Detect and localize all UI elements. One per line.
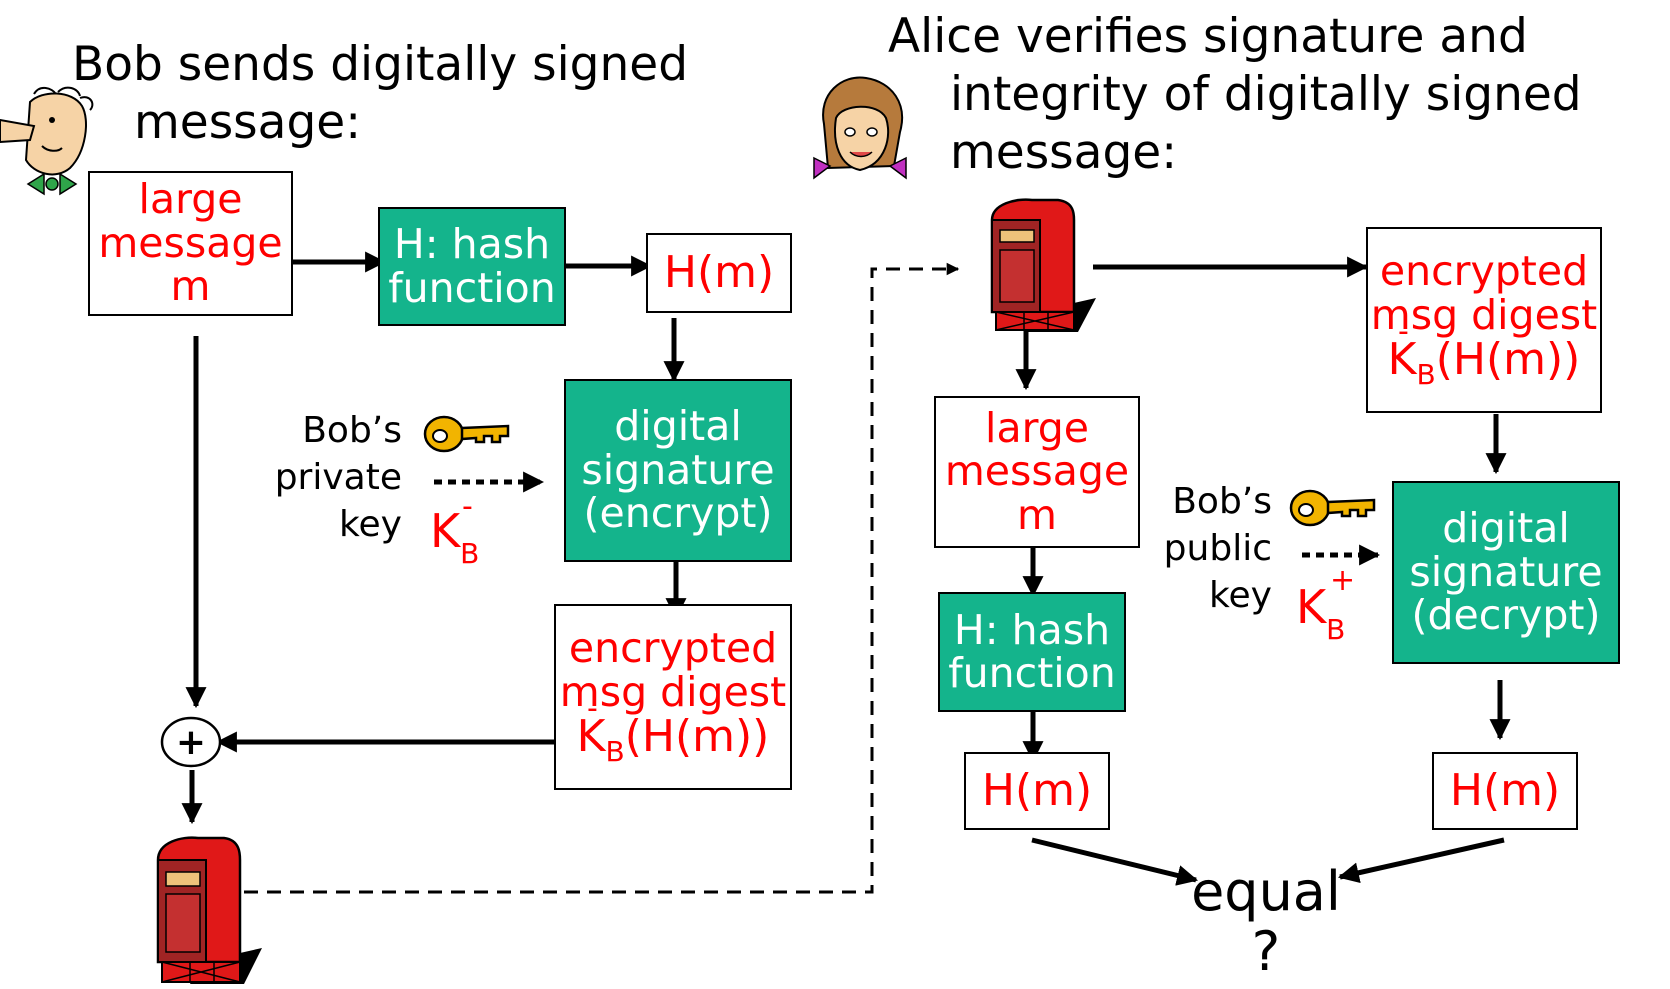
alice-digest-rest: (H(m)) bbox=[1435, 334, 1581, 386]
bob-digest-rest: (H(m)) bbox=[624, 711, 770, 763]
bob-private-key-symbol: KB - bbox=[430, 492, 480, 577]
alice-large-message-line1: large bbox=[985, 403, 1089, 452]
alice-title-line2: integrity of digitally signed bbox=[950, 67, 1582, 122]
bob-digest-k: K bbox=[576, 711, 606, 763]
alice-hash-function-box: H: hash function bbox=[938, 592, 1126, 712]
bob-key-label-line2: private bbox=[274, 457, 402, 498]
bob-digest-line2: msg digest bbox=[559, 667, 787, 716]
alice-title: Alice verifies signature and integrity o… bbox=[888, 8, 1582, 182]
question-mark: ? bbox=[1251, 920, 1281, 983]
bob-digital-signature-box: digital signature (encrypt) bbox=[564, 379, 792, 562]
alice-hm-right-text: H(m) bbox=[1449, 764, 1561, 816]
bob-sig-line2: signature bbox=[581, 445, 775, 494]
arrow-hm-to-equal-left bbox=[1031, 837, 1199, 886]
bob-key-label-line3: key bbox=[338, 504, 402, 545]
bob-encrypted-digest-box: encrypted msg digest K-B(H(m)) bbox=[554, 604, 792, 790]
bob-private-key-label: Bob’s private key bbox=[266, 407, 402, 548]
alice-key-sign: + bbox=[1330, 563, 1356, 598]
alice-public-key-label: Bob’s public key bbox=[1150, 478, 1272, 619]
bob-hm-box: H(m) bbox=[646, 233, 792, 313]
bob-hash-function-box: H: hash function bbox=[378, 207, 566, 326]
plus-combine-icon: + bbox=[160, 716, 222, 768]
alice-sig-line3: (decrypt) bbox=[1411, 591, 1601, 640]
alice-large-message-line3: m bbox=[1017, 490, 1057, 539]
bob-title-line2: message: bbox=[134, 95, 362, 150]
alice-hm-right-box: H(m) bbox=[1432, 752, 1578, 830]
alice-hash-line1: H: hash bbox=[953, 605, 1111, 654]
alice-large-message-line2: message bbox=[944, 447, 1130, 496]
bob-key-sub: B bbox=[460, 537, 480, 570]
alice-hash-line2: function bbox=[948, 649, 1116, 697]
bob-key-label-line1: Bob’s bbox=[302, 410, 402, 451]
public-key-icon bbox=[1289, 489, 1376, 527]
bob-hm-text: H(m) bbox=[663, 246, 775, 298]
bob-sig-line3: (encrypt) bbox=[583, 489, 773, 538]
alice-key-label-line2: public bbox=[1163, 528, 1272, 569]
alice-sig-line2: signature bbox=[1409, 547, 1603, 596]
alice-digest-sign: - bbox=[1398, 314, 1409, 350]
alice-hm-left-box: H(m) bbox=[964, 752, 1110, 830]
bob-key-k: K bbox=[430, 504, 461, 558]
alice-large-message-box: large message m bbox=[934, 396, 1140, 548]
bob-large-message-line3: m bbox=[170, 262, 211, 311]
alice-key-sub: B bbox=[1326, 613, 1346, 646]
mailbox-icon bbox=[156, 836, 262, 984]
alice-digital-signature-box: digital signature (decrypt) bbox=[1392, 481, 1620, 664]
alice-digest-sub: B bbox=[1416, 358, 1436, 392]
equal-question: equal ? bbox=[1176, 862, 1356, 982]
bob-large-message-line2: message bbox=[98, 218, 283, 267]
bob-sig-line1: digital bbox=[614, 402, 742, 451]
alice-key-label-line3: key bbox=[1208, 575, 1272, 616]
private-key-icon bbox=[423, 415, 510, 453]
alice-sig-line1: digital bbox=[1442, 504, 1570, 553]
alice-title-line1: Alice verifies signature and bbox=[888, 9, 1528, 64]
equal-label: equal bbox=[1191, 860, 1341, 923]
alice-avatar bbox=[813, 76, 907, 180]
alice-public-key-symbol: KB + bbox=[1296, 566, 1355, 653]
alice-digest-formula: K-B(H(m)) bbox=[1387, 317, 1581, 392]
alice-digest-line2: msg digest bbox=[1370, 290, 1598, 339]
alice-key-label-line1: Bob’s bbox=[1172, 481, 1272, 522]
transmission-dashed-line bbox=[244, 262, 960, 894]
bob-large-message-box: large message m bbox=[88, 171, 293, 316]
arrow-hm-to-equal-right bbox=[1337, 837, 1505, 884]
plus-symbol: + bbox=[176, 722, 206, 763]
bob-large-message-line1: large bbox=[138, 175, 243, 224]
alice-encrypted-digest-box: encrypted msg digest K-B(H(m)) bbox=[1366, 227, 1602, 413]
alice-digest-line1: encrypted bbox=[1379, 247, 1589, 296]
bob-digest-sub: B bbox=[605, 735, 625, 769]
bob-digest-formula: K-B(H(m)) bbox=[576, 694, 770, 769]
bob-key-sign: - bbox=[462, 489, 473, 524]
bob-title: Bob sends digitally signed message: bbox=[72, 36, 688, 152]
bob-digest-sign: - bbox=[587, 691, 598, 727]
bob-title-line1: Bob sends digitally signed bbox=[72, 37, 689, 92]
alice-key-k: K bbox=[1296, 580, 1327, 634]
bob-hash-line1: H: hash bbox=[393, 220, 551, 269]
alice-mailbox-icon bbox=[990, 198, 1096, 332]
alice-title-line3: message: bbox=[950, 125, 1178, 180]
bob-digest-line1: encrypted bbox=[568, 624, 778, 673]
bob-avatar bbox=[0, 86, 94, 196]
alice-digest-k: K bbox=[1387, 334, 1417, 386]
alice-hm-left-text: H(m) bbox=[981, 764, 1093, 816]
bob-hash-line2: function bbox=[388, 263, 556, 312]
